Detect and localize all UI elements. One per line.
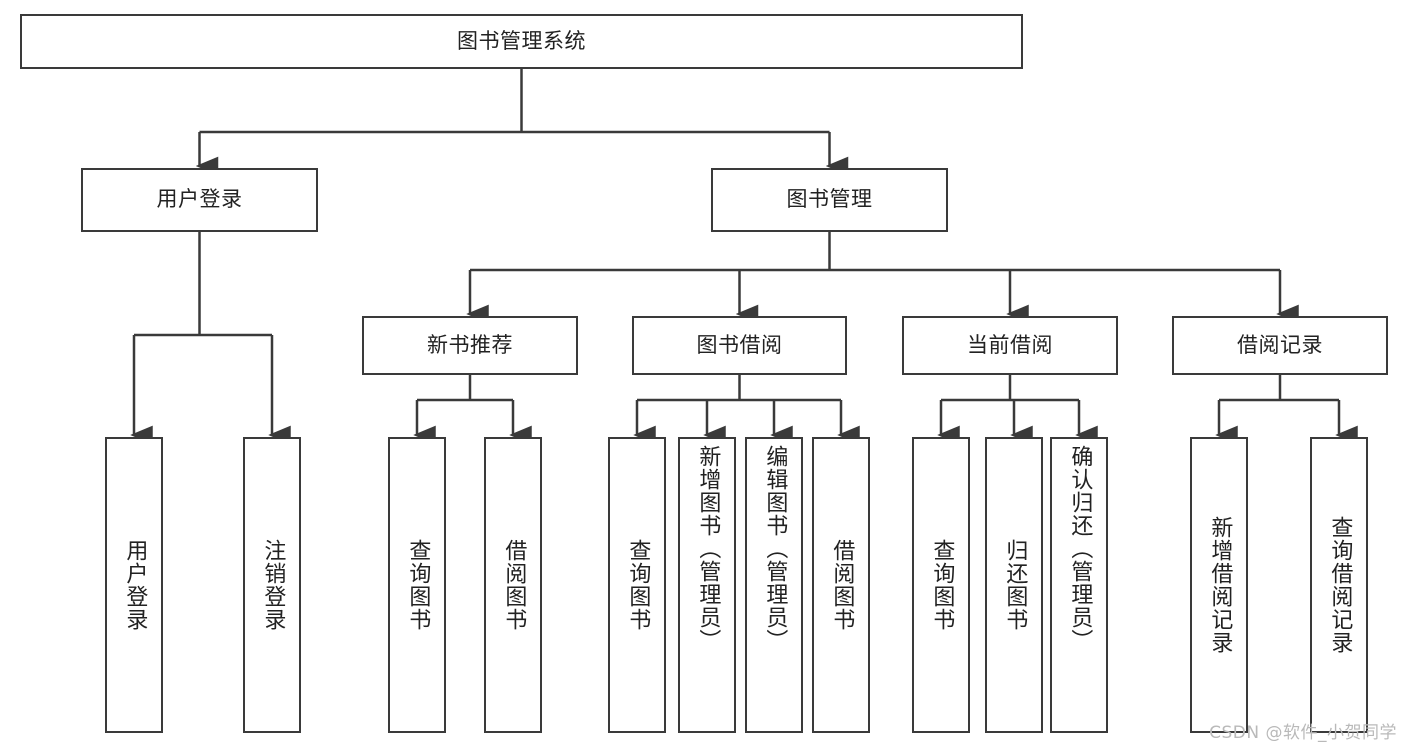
node-root[interactable]: 图书管理系统 — [20, 14, 1023, 69]
leaf-current-return-label: 归还图书 — [1002, 539, 1028, 631]
leaf-record-add[interactable]: 新增借阅记录 — [1190, 437, 1248, 733]
leaf-current-confirm-return-label: 确认归还（管理员） — [1067, 445, 1093, 652]
leaf-borrow-add-book-label: 新增图书（管理员） — [695, 445, 721, 652]
node-current-borrow[interactable]: 当前借阅 — [902, 316, 1118, 375]
leaf-borrow-query-label: 查询图书 — [625, 539, 651, 631]
leaf-borrow-edit-book-label: 编辑图书（管理员） — [762, 445, 788, 652]
leaf-borrow-query[interactable]: 查询图书 — [608, 437, 666, 733]
node-book-borrow-label: 图书借阅 — [696, 332, 783, 357]
leaf-borrow-edit-book[interactable]: 编辑图书（管理员） — [745, 437, 803, 733]
node-current-borrow-label: 当前借阅 — [967, 332, 1053, 357]
leaf-record-query[interactable]: 查询借阅记录 — [1310, 437, 1368, 733]
node-borrow-records-label: 借阅记录 — [1237, 332, 1323, 357]
leaf-current-query-label: 查询图书 — [929, 539, 955, 631]
node-new-book-recommend-label: 新书推荐 — [427, 332, 513, 357]
leaf-user-login[interactable]: 用户登录 — [105, 437, 163, 733]
node-user-login-label: 用户登录 — [156, 187, 243, 212]
node-new-book-recommend[interactable]: 新书推荐 — [362, 316, 578, 375]
node-book-management-label: 图书管理 — [786, 187, 873, 212]
leaf-newbook-borrow[interactable]: 借阅图书 — [484, 437, 542, 733]
leaf-current-confirm-return[interactable]: 确认归还（管理员） — [1050, 437, 1108, 733]
leaf-user-logout-label: 注销登录 — [260, 539, 286, 631]
leaf-newbook-query-label: 查询图书 — [405, 539, 431, 631]
leaf-newbook-borrow-label: 借阅图书 — [501, 539, 527, 631]
leaf-borrow-borrow-book[interactable]: 借阅图书 — [812, 437, 870, 733]
leaf-user-login-label: 用户登录 — [122, 539, 148, 631]
leaf-current-query[interactable]: 查询图书 — [912, 437, 970, 733]
node-borrow-records[interactable]: 借阅记录 — [1172, 316, 1388, 375]
node-root-label: 图书管理系统 — [457, 28, 586, 53]
leaf-user-logout[interactable]: 注销登录 — [243, 437, 301, 733]
watermark: CSDN @软件_小贺同学 — [1209, 723, 1397, 743]
node-book-borrow[interactable]: 图书借阅 — [632, 316, 847, 375]
leaf-record-add-label: 新增借阅记录 — [1207, 516, 1233, 654]
node-book-management[interactable]: 图书管理 — [711, 168, 948, 232]
leaf-borrow-borrow-book-label: 借阅图书 — [829, 539, 855, 631]
leaf-borrow-add-book[interactable]: 新增图书（管理员） — [678, 437, 736, 733]
leaf-record-query-label: 查询借阅记录 — [1327, 516, 1353, 654]
leaf-newbook-query[interactable]: 查询图书 — [388, 437, 446, 733]
leaf-current-return[interactable]: 归还图书 — [985, 437, 1043, 733]
node-user-login[interactable]: 用户登录 — [81, 168, 318, 232]
